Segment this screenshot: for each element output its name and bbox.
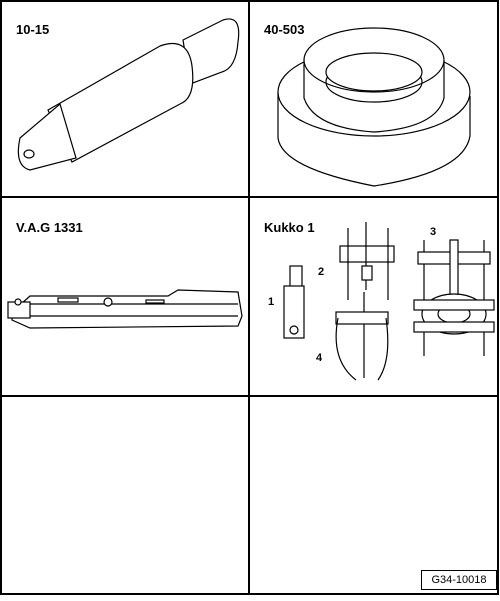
tool-label-10-15: 10-15 [16,22,50,37]
tool-label-40-503: 40-503 [264,22,305,37]
torque-wrench-illustration [7,289,243,329]
part-number-3: 3 [430,226,437,238]
figure-reference: G34-10018 [421,570,497,590]
part-number-2: 2 [318,266,325,278]
drift-10-15-illustration [17,18,240,171]
tool-label-vag-1331: V.A.G 1331 [16,220,83,235]
ring-40-503-illustration [277,27,471,187]
tool-label-kukko-1: Kukko 1 [264,220,315,235]
part-number-1: 1 [268,296,275,308]
kukko-puller-illustration [283,222,495,381]
part-number-4: 4 [316,352,323,364]
